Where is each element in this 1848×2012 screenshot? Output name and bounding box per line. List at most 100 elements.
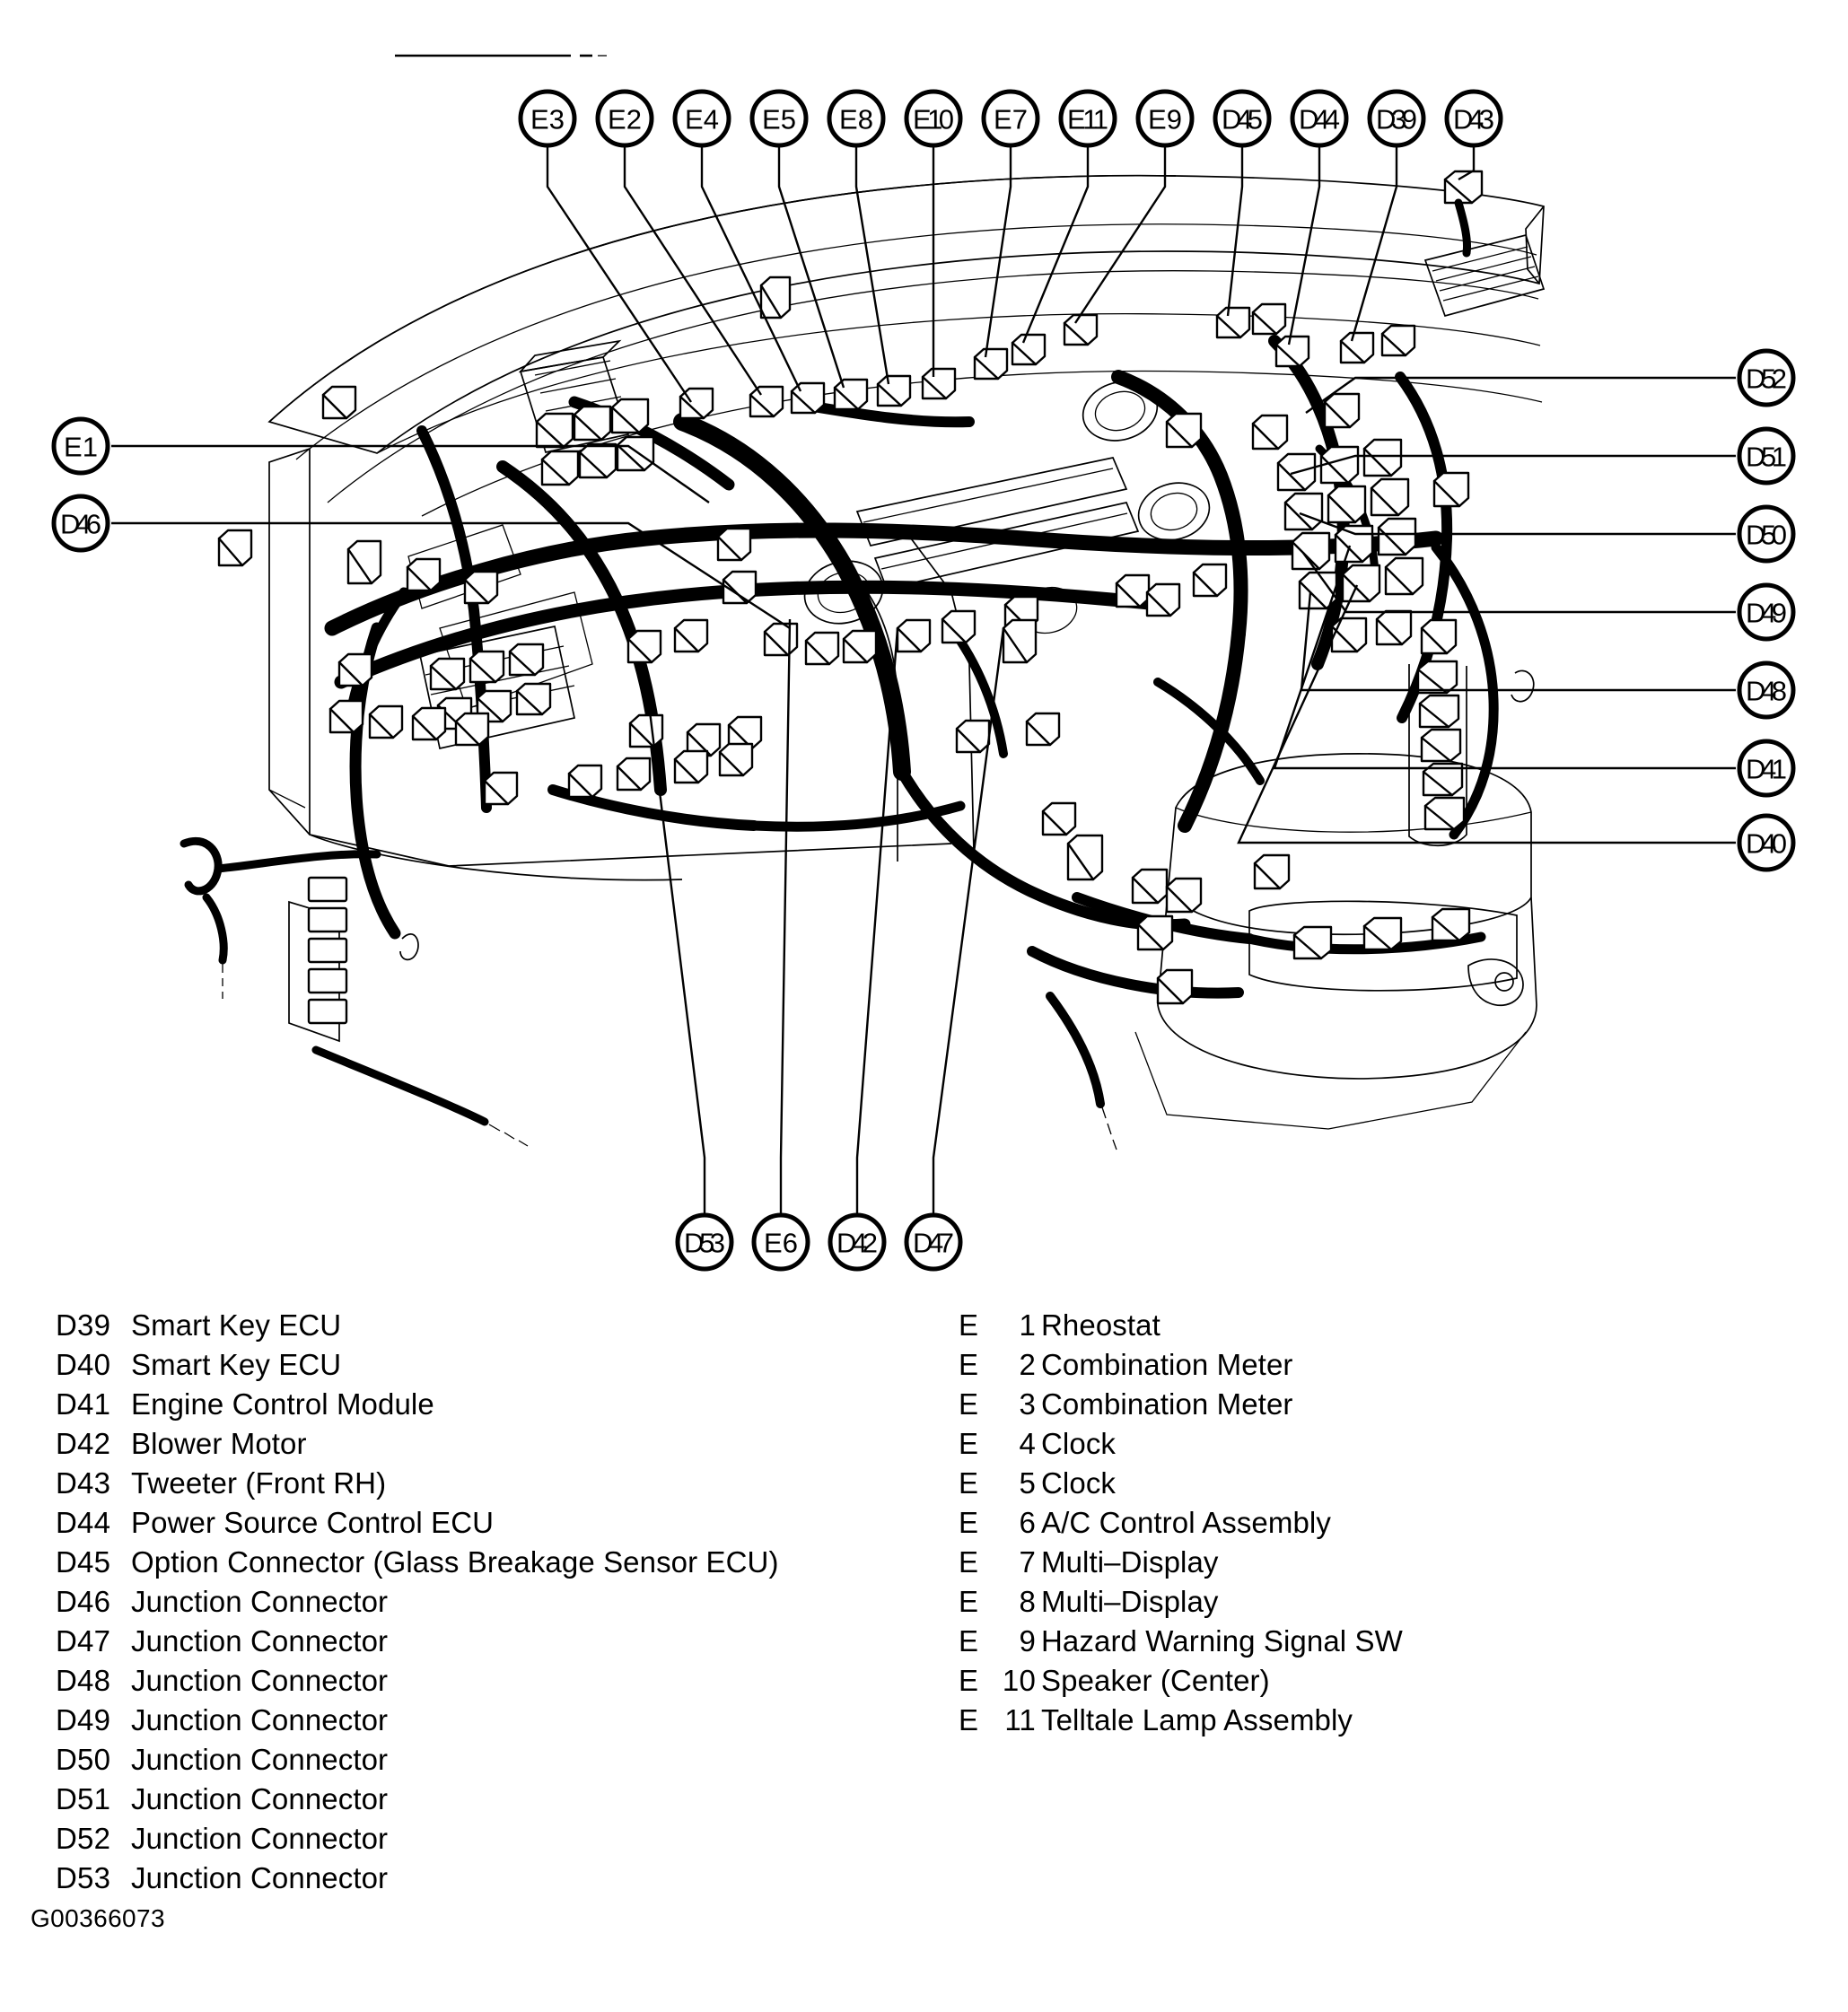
callout-e3[interactable]: E3 xyxy=(518,89,577,148)
callout-label: D41 xyxy=(1746,754,1787,785)
callout-e10[interactable]: E10 xyxy=(904,89,963,148)
callout-circle xyxy=(1367,89,1426,148)
callout-d52[interactable]: D52 xyxy=(1737,348,1796,407)
callout-label: E6 xyxy=(764,1228,798,1259)
legend-description: Smart Key ECU xyxy=(131,1348,342,1381)
callout-e2[interactable]: E2 xyxy=(595,89,654,148)
callout-circle xyxy=(1058,89,1117,148)
callout-label: E5 xyxy=(762,104,796,136)
legend-code-number: 6 xyxy=(1019,1506,1036,1539)
legend-code: D41 xyxy=(56,1387,111,1421)
legend-code: D48 xyxy=(56,1664,111,1697)
callout-circle xyxy=(1737,813,1796,872)
callout-e9[interactable]: E9 xyxy=(1135,89,1195,148)
callout-circle xyxy=(1737,739,1796,798)
callout-circle xyxy=(751,1212,810,1272)
callout-e11[interactable]: E11 xyxy=(1058,89,1117,148)
legend-description: Junction Connector xyxy=(131,1743,389,1776)
callout-circle xyxy=(51,494,110,553)
callout-d41[interactable]: D41 xyxy=(1737,739,1796,798)
legend-description: Option Connector (Glass Breakage Sensor … xyxy=(131,1545,779,1579)
legend-description: A/C Control Assembly xyxy=(1041,1506,1331,1539)
callout-circle xyxy=(904,89,963,148)
legend-code-number: 10 xyxy=(1002,1664,1036,1697)
legend-description: Multi–Display xyxy=(1041,1545,1219,1579)
legend-code: D47 xyxy=(56,1624,111,1658)
callout-e5[interactable]: E5 xyxy=(749,89,809,148)
callout-d49[interactable]: D49 xyxy=(1737,582,1796,642)
legend-code: D52 xyxy=(56,1822,111,1855)
legend-code: E 10 xyxy=(959,1661,1041,1701)
callout-d44[interactable]: D44 xyxy=(1290,89,1349,148)
callout-label: E3 xyxy=(530,104,565,136)
callout-circle xyxy=(1737,504,1796,564)
callout-circle xyxy=(675,1212,734,1272)
callout-d50[interactable]: D50 xyxy=(1737,504,1796,564)
callout-e7[interactable]: E7 xyxy=(981,89,1040,148)
callout-e8[interactable]: E8 xyxy=(827,89,886,148)
callout-d51[interactable]: D51 xyxy=(1737,426,1796,486)
legend-description: Tweeter (Front RH) xyxy=(131,1466,387,1500)
callout-d42[interactable]: D42 xyxy=(828,1212,887,1272)
legend-description: Power Source Control ECU xyxy=(131,1506,495,1539)
legend-description: Junction Connector xyxy=(131,1585,389,1618)
callout-circle xyxy=(1135,89,1195,148)
callout-d40[interactable]: D40 xyxy=(1737,813,1796,872)
callout-label: D43 xyxy=(1453,104,1494,136)
legend-code: D46 xyxy=(56,1585,111,1618)
legend-description: Junction Connector xyxy=(131,1703,389,1736)
callout-circle xyxy=(1444,89,1503,148)
callout-d48[interactable]: D48 xyxy=(1737,660,1796,720)
legend-code-number: 4 xyxy=(1019,1427,1036,1460)
callout-e1[interactable]: E1 xyxy=(51,416,110,476)
callout-circle xyxy=(518,89,577,148)
legend-code-number: 11 xyxy=(1004,1703,1036,1736)
callout-circle xyxy=(827,89,886,148)
callout-circle xyxy=(749,89,809,148)
callout-label: D39 xyxy=(1376,104,1417,136)
callout-label: E9 xyxy=(1148,104,1182,136)
legend-description: Engine Control Module xyxy=(131,1387,434,1421)
callout-e6[interactable]: E6 xyxy=(751,1212,810,1272)
legend-description: Telltale Lamp Assembly xyxy=(1041,1703,1353,1736)
callout-d47[interactable]: D47 xyxy=(904,1212,963,1272)
callout-d43[interactable]: D43 xyxy=(1444,89,1503,148)
callout-d53[interactable]: D53 xyxy=(675,1212,734,1272)
callout-d39[interactable]: D39 xyxy=(1367,89,1426,148)
legend-description: Junction Connector xyxy=(131,1782,389,1815)
speaker-grille xyxy=(1423,233,1546,318)
callout-label: D47 xyxy=(913,1228,954,1259)
callout-label: D46 xyxy=(60,509,101,540)
legend-code-letter: E xyxy=(959,1348,979,1381)
legend-code-number: 3 xyxy=(1019,1387,1036,1421)
legend-code-letter: E xyxy=(959,1664,979,1697)
callout-label: D48 xyxy=(1746,676,1787,707)
callout-circle xyxy=(1737,582,1796,642)
legend-code-letter: E xyxy=(959,1427,979,1460)
callout-label: D52 xyxy=(1746,363,1787,395)
callout-circle xyxy=(1290,89,1349,148)
callout-label: D44 xyxy=(1299,104,1340,136)
callout-e4[interactable]: E4 xyxy=(672,89,731,148)
callout-d45[interactable]: D45 xyxy=(1213,89,1272,148)
legend-code-letter: E xyxy=(959,1585,979,1618)
callout-label: D42 xyxy=(836,1228,878,1259)
dashboard-outline xyxy=(267,174,1545,881)
callout-d46[interactable]: D46 xyxy=(51,494,110,553)
